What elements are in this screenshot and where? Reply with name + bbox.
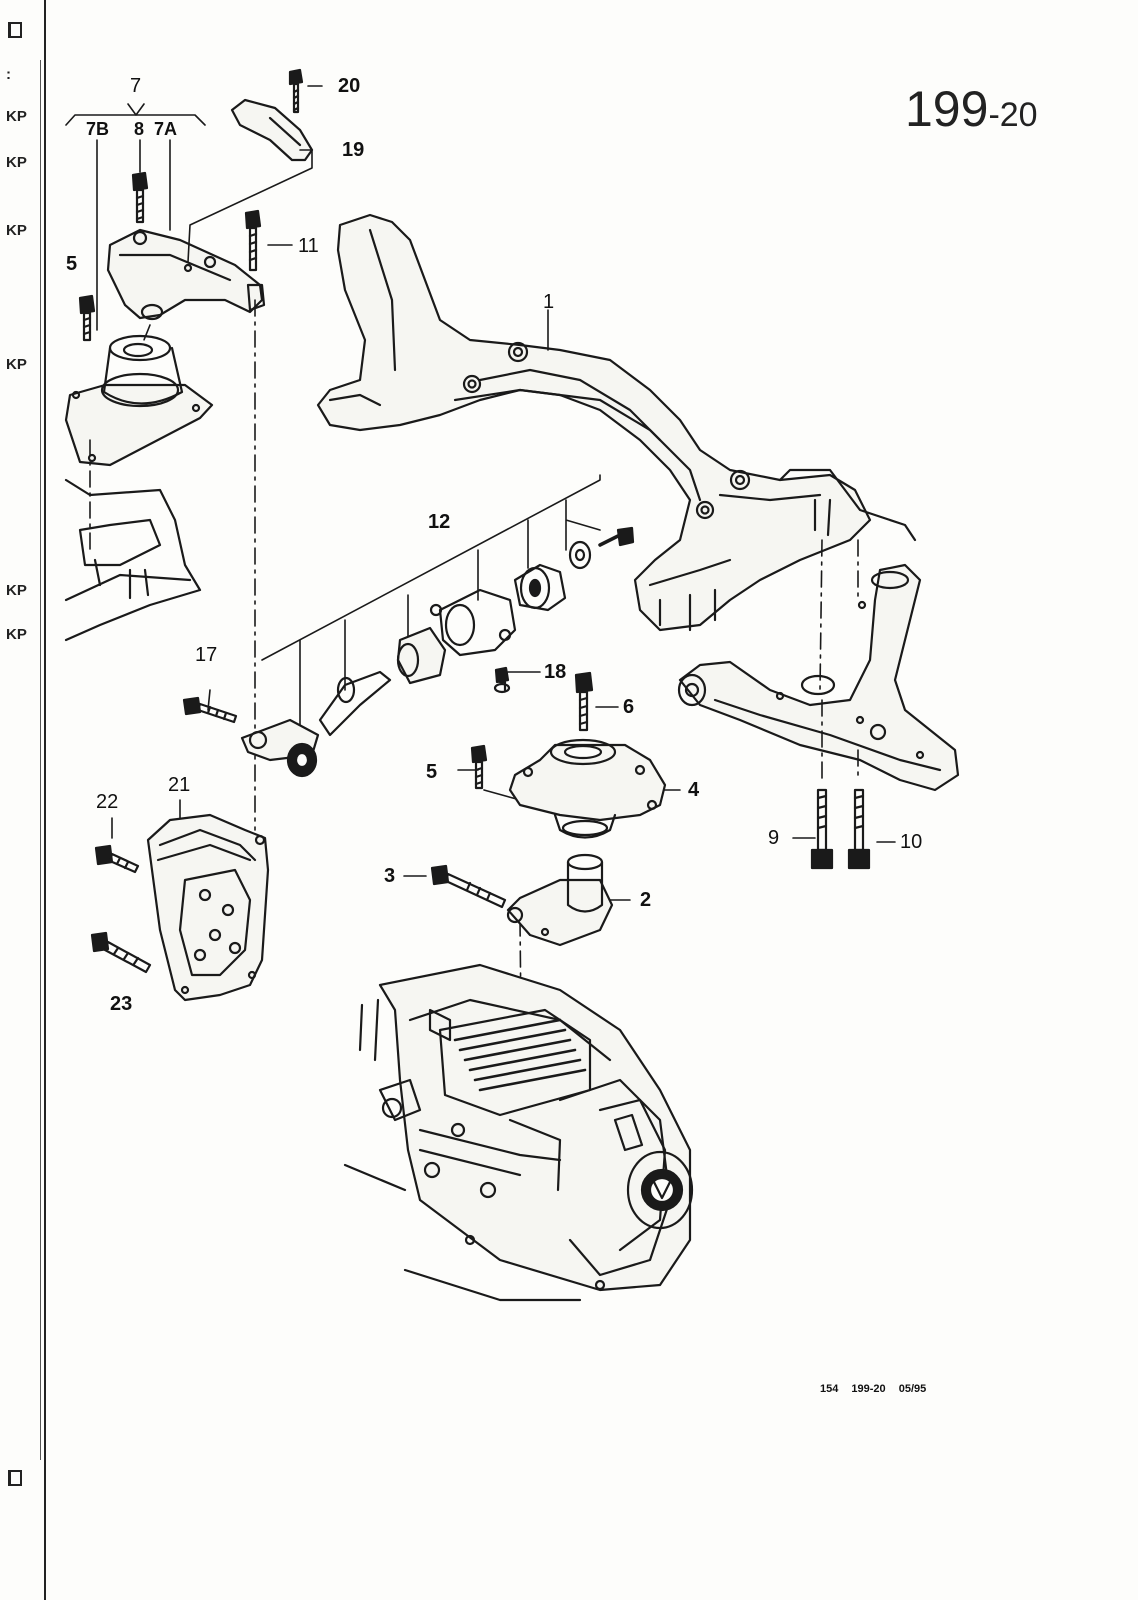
page-number-sub: -20 bbox=[988, 96, 1038, 134]
callout-7: 7 bbox=[130, 75, 142, 97]
bracket-part-2 bbox=[506, 853, 614, 947]
margin-binding-rule bbox=[44, 0, 46, 1600]
subframe-part-1 bbox=[316, 213, 917, 632]
bolt-part-20 bbox=[288, 68, 304, 114]
bolt-part-17 bbox=[182, 696, 238, 724]
leader-lines bbox=[65, 85, 896, 901]
callout-9: 9 bbox=[768, 827, 780, 849]
callout-20: 20 bbox=[338, 75, 361, 97]
callout-7b: 7B bbox=[86, 119, 110, 139]
bolt-part-10 bbox=[847, 788, 871, 870]
page-number-main: 199 bbox=[905, 81, 989, 137]
margin-thin-rule bbox=[40, 60, 41, 1460]
bolt-part-22 bbox=[94, 844, 140, 874]
transmission-mount-4 bbox=[508, 738, 667, 839]
margin-mark-kp: KP bbox=[6, 356, 27, 373]
callout-5-lower: 5 bbox=[426, 761, 438, 783]
bolt-part-9 bbox=[810, 788, 834, 870]
callout-12: 12 bbox=[428, 511, 451, 533]
bracket-part-19 bbox=[230, 98, 314, 162]
margin-box-marker-bottom bbox=[8, 1470, 22, 1486]
margin-box-marker-top bbox=[8, 22, 22, 38]
callout-6: 6 bbox=[623, 696, 635, 718]
callout-23: 23 bbox=[110, 993, 133, 1015]
callout-4: 4 bbox=[688, 779, 700, 801]
callout-21: 21 bbox=[168, 774, 191, 796]
margin-mark-kp: KP bbox=[6, 108, 27, 125]
callout-17: 17 bbox=[195, 644, 218, 666]
footer-catalog-code: 154 199-20 05/95 bbox=[820, 1383, 927, 1395]
bolt-part-5-upper bbox=[78, 294, 96, 342]
callout-11: 11 bbox=[298, 235, 319, 257]
transmission-housing bbox=[343, 963, 694, 1302]
support-bracket-21 bbox=[146, 813, 270, 1002]
callout-8: 8 bbox=[134, 119, 145, 139]
callout-19: 19 bbox=[342, 139, 365, 161]
callout-7a: 7A bbox=[154, 119, 178, 139]
rubber-mount-7b bbox=[64, 334, 214, 467]
margin-colon: : bbox=[6, 66, 11, 83]
bolt-part-8 bbox=[131, 171, 149, 224]
callout-18: 18 bbox=[544, 661, 567, 683]
callout-3: 3 bbox=[384, 865, 396, 887]
engine-mount-bracket-7 bbox=[106, 228, 266, 321]
bolt-part-6 bbox=[574, 671, 594, 732]
bolt-part-23 bbox=[90, 931, 152, 974]
margin-mark-kp: KP bbox=[6, 626, 27, 643]
margin-mark-kp: KP bbox=[6, 582, 27, 599]
callout-5-upper: 5 bbox=[66, 253, 78, 275]
page-number: 199-20 bbox=[905, 80, 1038, 138]
callout-2: 2 bbox=[640, 889, 652, 911]
callout-1: 1 bbox=[543, 291, 555, 313]
margin-mark-kp: KP bbox=[6, 222, 27, 239]
bolt-part-3 bbox=[430, 864, 507, 909]
mount-assembly-12 bbox=[240, 526, 635, 778]
callout-22: 22 bbox=[96, 791, 119, 813]
callout-10: 10 bbox=[900, 831, 923, 853]
control-arm bbox=[677, 563, 960, 792]
bolt-part-5-lower bbox=[470, 744, 488, 790]
margin-mark-kp: KP bbox=[6, 154, 27, 171]
bolt-part-11 bbox=[244, 209, 262, 272]
engine-block-fragment bbox=[64, 478, 202, 642]
bolt-part-18 bbox=[493, 666, 511, 694]
